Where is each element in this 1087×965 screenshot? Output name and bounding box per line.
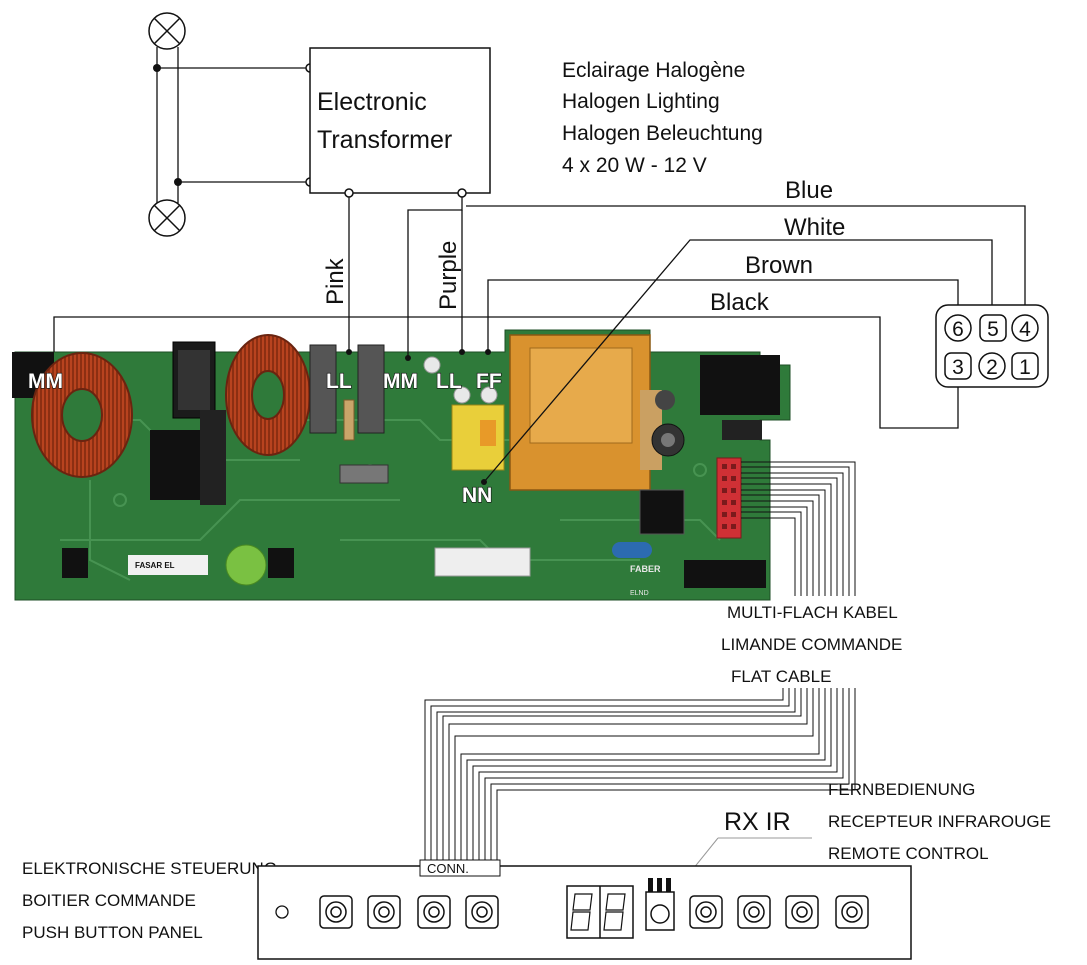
panel-button-2[interactable] [367, 895, 401, 929]
electronic-transformer: Electronic Transformer [309, 47, 491, 198]
panel-label-en: PUSH BUTTON PANEL [22, 923, 203, 942]
ir-receiver-label: RX IR [724, 808, 791, 836]
panel-button-3[interactable] [417, 895, 451, 929]
panel-label-fr: BOITIER COMMANDE [22, 891, 196, 910]
push-button-panel: CONN. [257, 859, 912, 960]
flat-cable-upper [741, 461, 856, 596]
panel-button-5[interactable] [689, 895, 723, 929]
transformer-label-line2: Transformer [317, 126, 452, 154]
panel-button-1[interactable] [319, 895, 353, 929]
wire-label-black: Black [710, 289, 770, 316]
board-pin-m2: MM [383, 370, 418, 393]
remote-label-en: REMOTE CONTROL [828, 844, 989, 863]
wire-label-purple: Purple [435, 241, 462, 310]
remote-label-de: FERNBEDIENUNG [828, 780, 975, 799]
panel-conn-label: CONN. [427, 861, 469, 876]
panel-label-de: ELEKTRONISCHE STEUERUNG [22, 859, 277, 878]
flat-cable-label-fr: LIMANDE COMMANDE [721, 635, 902, 654]
transformer-label-line1: Electronic [317, 88, 427, 116]
panel-button-8[interactable] [835, 895, 869, 929]
panel-button-4[interactable] [465, 895, 499, 929]
connector-pin-2: 2 [986, 356, 998, 379]
flat-cable-lower [424, 688, 856, 860]
panel-button-7[interactable] [785, 895, 819, 929]
board-elnd-label: ELND [630, 590, 649, 597]
lighting-label-en: Halogen Lighting [562, 90, 720, 113]
lighting-label-de: Halogen Beleuchtung [562, 122, 763, 145]
lamp-wiring [153, 47, 315, 203]
push-button-panel-labels: ELEKTRONISCHE STEUERUNG BOITIER COMMANDE… [22, 859, 277, 942]
wire-label-brown: Brown [745, 252, 813, 279]
halogen-lamp-bottom [148, 199, 186, 237]
board-pin-l2: LL [436, 370, 462, 393]
remote-label-fr: RECEPTEUR INFRAROUGE [828, 812, 1051, 831]
panel-button-6[interactable] [737, 895, 771, 929]
six-pin-connector: 6 5 4 3 2 1 [935, 304, 1049, 388]
connector-pin-6: 6 [952, 318, 964, 341]
seven-segment-display-icon [566, 885, 634, 939]
board-pin-f: FF [476, 370, 502, 393]
flat-cable-label-de: MULTI-FLACH KABEL [727, 603, 898, 622]
main-wiring [53, 197, 1026, 485]
ir-receiver-icon [645, 878, 675, 931]
connector-pin-4: 4 [1019, 318, 1031, 341]
lighting-label-fr: Eclairage Halogène [562, 59, 745, 82]
board-pin-l1: LL [326, 370, 352, 393]
connector-pin-1: 1 [1019, 356, 1031, 379]
flat-cable-label-en: FLAT CABLE [731, 667, 831, 686]
wire-label-pink: Pink [322, 257, 349, 305]
lighting-spec: 4 x 20 W - 12 V [562, 154, 707, 177]
board-brand-label: FABER [630, 564, 661, 574]
remote-control-labels: FERNBEDIENUNG RECEPTEUR INFRAROUGE REMOT… [667, 780, 1051, 901]
halogen-lighting-labels: Eclairage Halogène Halogen Lighting Halo… [562, 59, 763, 177]
connector-pin-5: 5 [987, 318, 999, 341]
wire-label-white: White [784, 214, 845, 241]
board-model-label: FASAR EL [135, 561, 175, 570]
wire-label-blue: Blue [785, 177, 833, 204]
board-pin-m1: MM [28, 370, 63, 393]
halogen-lamp-top [148, 12, 186, 50]
connector-pin-3: 3 [952, 356, 964, 379]
panel-led-icon [275, 905, 289, 919]
board-pin-n: NN [462, 484, 492, 507]
control-board-pcb: FASAR EL FABER ELND [12, 329, 791, 601]
